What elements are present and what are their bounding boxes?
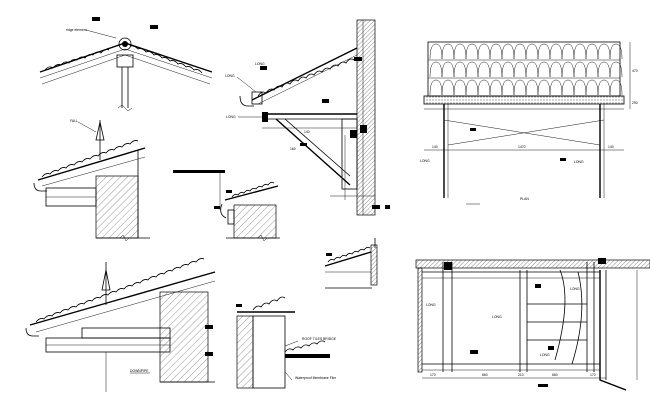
- eave-label-1: LONG: [225, 74, 235, 78]
- tile: [441, 61, 455, 78]
- front-dim-main: 1470: [518, 145, 526, 149]
- tile: [597, 79, 611, 96]
- tile: [573, 61, 587, 78]
- long-eave-detail: DOWNPIPE: [25, 258, 216, 392]
- tile: [429, 79, 443, 96]
- tile: [429, 43, 443, 60]
- frame-label-4: LONG: [540, 353, 550, 357]
- tile: [489, 79, 503, 96]
- tile: [549, 79, 563, 96]
- tile: [573, 79, 587, 96]
- tile: [585, 61, 599, 78]
- tile: [441, 79, 455, 96]
- tile: [549, 61, 563, 78]
- tile: [465, 79, 479, 96]
- eave-label-3: LONG: [226, 115, 236, 119]
- tile: [513, 61, 527, 78]
- front-view-title: PLAN: [520, 197, 529, 201]
- eave-label-2: LONG: [255, 62, 265, 66]
- tile: [573, 43, 587, 60]
- frame-dim-5: 170: [590, 373, 596, 377]
- section-label-1: ROOF TILES BRIDGE: [302, 337, 337, 341]
- frame-dim-3: 210: [518, 373, 524, 377]
- tile: [597, 61, 611, 78]
- tile: [489, 43, 503, 60]
- tile: [525, 61, 539, 78]
- frame-label-2: LONG: [492, 315, 502, 319]
- tile-canopy-front-view: 1470 140 140 LONG LONG 470 290 PLAN: [420, 41, 638, 205]
- downpipe-label: DOWNPIPE: [130, 369, 149, 373]
- tile: [501, 43, 515, 60]
- wall-section-detail: ROOF TILES BRIDGE Waterproof Membrane Fi…: [236, 296, 337, 389]
- front-dim-right: 140: [608, 145, 614, 149]
- tile: [537, 43, 551, 60]
- front-label-right: LONG: [574, 160, 584, 164]
- front-dim-left: 140: [432, 145, 438, 149]
- tile: [501, 61, 515, 78]
- small-eave-detail: [173, 170, 280, 242]
- tile: [477, 79, 491, 96]
- tile: [609, 79, 623, 96]
- tile: [453, 79, 467, 96]
- eaves-left-label: FALL: [70, 119, 78, 123]
- tile-grid: [429, 43, 623, 96]
- tile: [453, 61, 467, 78]
- section-label-2: Waterproof Membrane Film: [295, 376, 336, 380]
- eaves-left-detail: FALL: [33, 119, 150, 242]
- frame-label-3: LONG: [570, 287, 580, 291]
- small-ridge-detail: [324, 238, 378, 289]
- tile: [537, 79, 551, 96]
- tile: [561, 61, 575, 78]
- frame-dim-2: 660: [482, 373, 488, 377]
- tile: [513, 79, 527, 96]
- tile: [537, 61, 551, 78]
- front-side-dim-2: 290: [632, 101, 638, 105]
- tile: [441, 43, 455, 60]
- tile: [585, 79, 599, 96]
- tile: [525, 79, 539, 96]
- eave-value-2: 160: [290, 147, 296, 151]
- front-side-dim-1: 470: [632, 69, 638, 73]
- front-label-left: LONG: [420, 159, 430, 163]
- tile: [429, 61, 443, 78]
- tile: [513, 43, 527, 60]
- frame-label-1: LONG: [426, 303, 436, 307]
- frame-dim-1: 170: [430, 373, 436, 377]
- tile: [549, 43, 563, 60]
- tile: [453, 43, 467, 60]
- tile: [561, 43, 575, 60]
- ridge-label: ridge element: [66, 28, 87, 32]
- tile: [489, 61, 503, 78]
- tile: [597, 43, 611, 60]
- tile: [501, 79, 515, 96]
- tile: [477, 43, 491, 60]
- tile: [561, 79, 575, 96]
- tile: [477, 61, 491, 78]
- eaves-bracket-detail: LONG LONG LONG 140 160: [225, 19, 390, 216]
- frame-plan: LONG LONG LONG LONG 170 660 210 660 170: [415, 258, 650, 391]
- tile: [525, 43, 539, 60]
- tile: [609, 61, 623, 78]
- ridge-detail: ridge element: [39, 17, 213, 112]
- tile: [609, 43, 623, 60]
- tile: [465, 43, 479, 60]
- tile: [585, 43, 599, 60]
- tile: [465, 61, 479, 78]
- frame-dim-4: 660: [552, 373, 558, 377]
- eave-value-1: 140: [304, 130, 310, 134]
